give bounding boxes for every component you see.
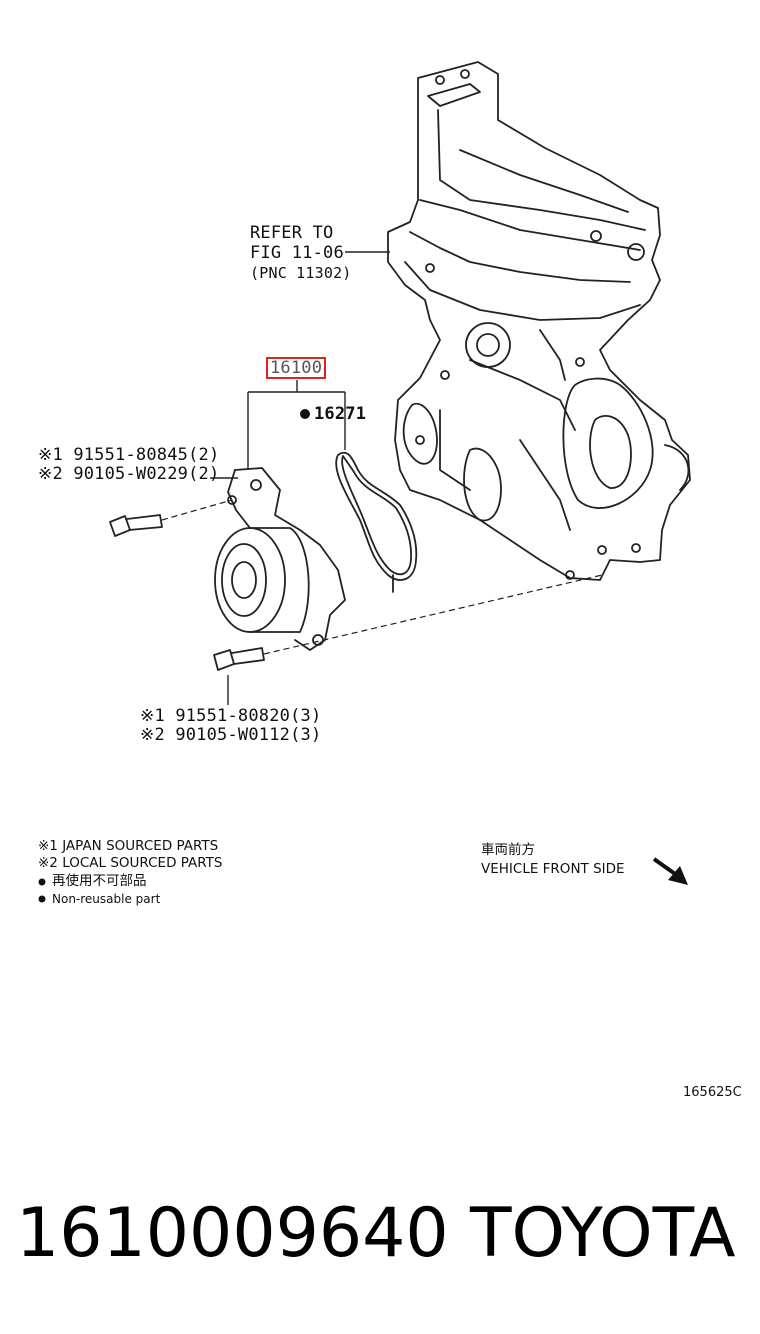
refer-to-label: REFER TO — [250, 223, 334, 243]
timing-cover-drawing — [387, 61, 691, 581]
lower-bolt-japan-part[interactable]: ※1 91551-80820(3) — [140, 706, 322, 726]
gasket-part-number[interactable]: 16271 — [314, 404, 367, 424]
gasket-drawing — [335, 451, 418, 593]
legend-non-reusable-jp: 再使用不可部品 — [52, 873, 147, 889]
footer-brand: TOYOTA — [470, 1194, 736, 1273]
refer-figure-label: FIG 11-06 — [250, 243, 344, 263]
footer-part-number: 1610009640 — [16, 1194, 449, 1273]
upper-bolt-japan-part[interactable]: ※1 91551-80845(2) — [38, 445, 220, 465]
water-pump-drawing — [214, 467, 346, 651]
legend-bullet-icon — [38, 895, 46, 903]
upper-bolt-drawing — [109, 514, 163, 537]
leader-lines — [210, 251, 390, 705]
lower-bolt-drawing — [213, 647, 265, 671]
figure-code: 165625C — [683, 1085, 742, 1100]
vehicle-front-arrow-icon — [652, 857, 688, 885]
legend-japan-sourced: ※1 JAPAN SOURCED PARTS — [38, 838, 219, 854]
legend-bullet-icon — [38, 878, 46, 886]
legend-local-sourced: ※2 LOCAL SOURCED PARTS — [38, 855, 223, 871]
vehicle-front-en: VEHICLE FRONT SIDE — [481, 861, 625, 877]
water-pump-part-number[interactable]: 16100 — [266, 357, 327, 379]
vehicle-front-jp: 車両前方 — [481, 842, 535, 858]
non-reusable-dot-icon — [300, 409, 310, 419]
upper-bolt-local-part[interactable]: ※2 90105-W0229(2) — [38, 464, 220, 484]
refer-pnc-label: (PNC 11302) — [250, 264, 352, 282]
assembly-lines — [161, 499, 603, 655]
legend-non-reusable-en: Non-reusable part — [52, 892, 161, 906]
lower-bolt-local-part[interactable]: ※2 90105-W0112(3) — [140, 725, 322, 745]
